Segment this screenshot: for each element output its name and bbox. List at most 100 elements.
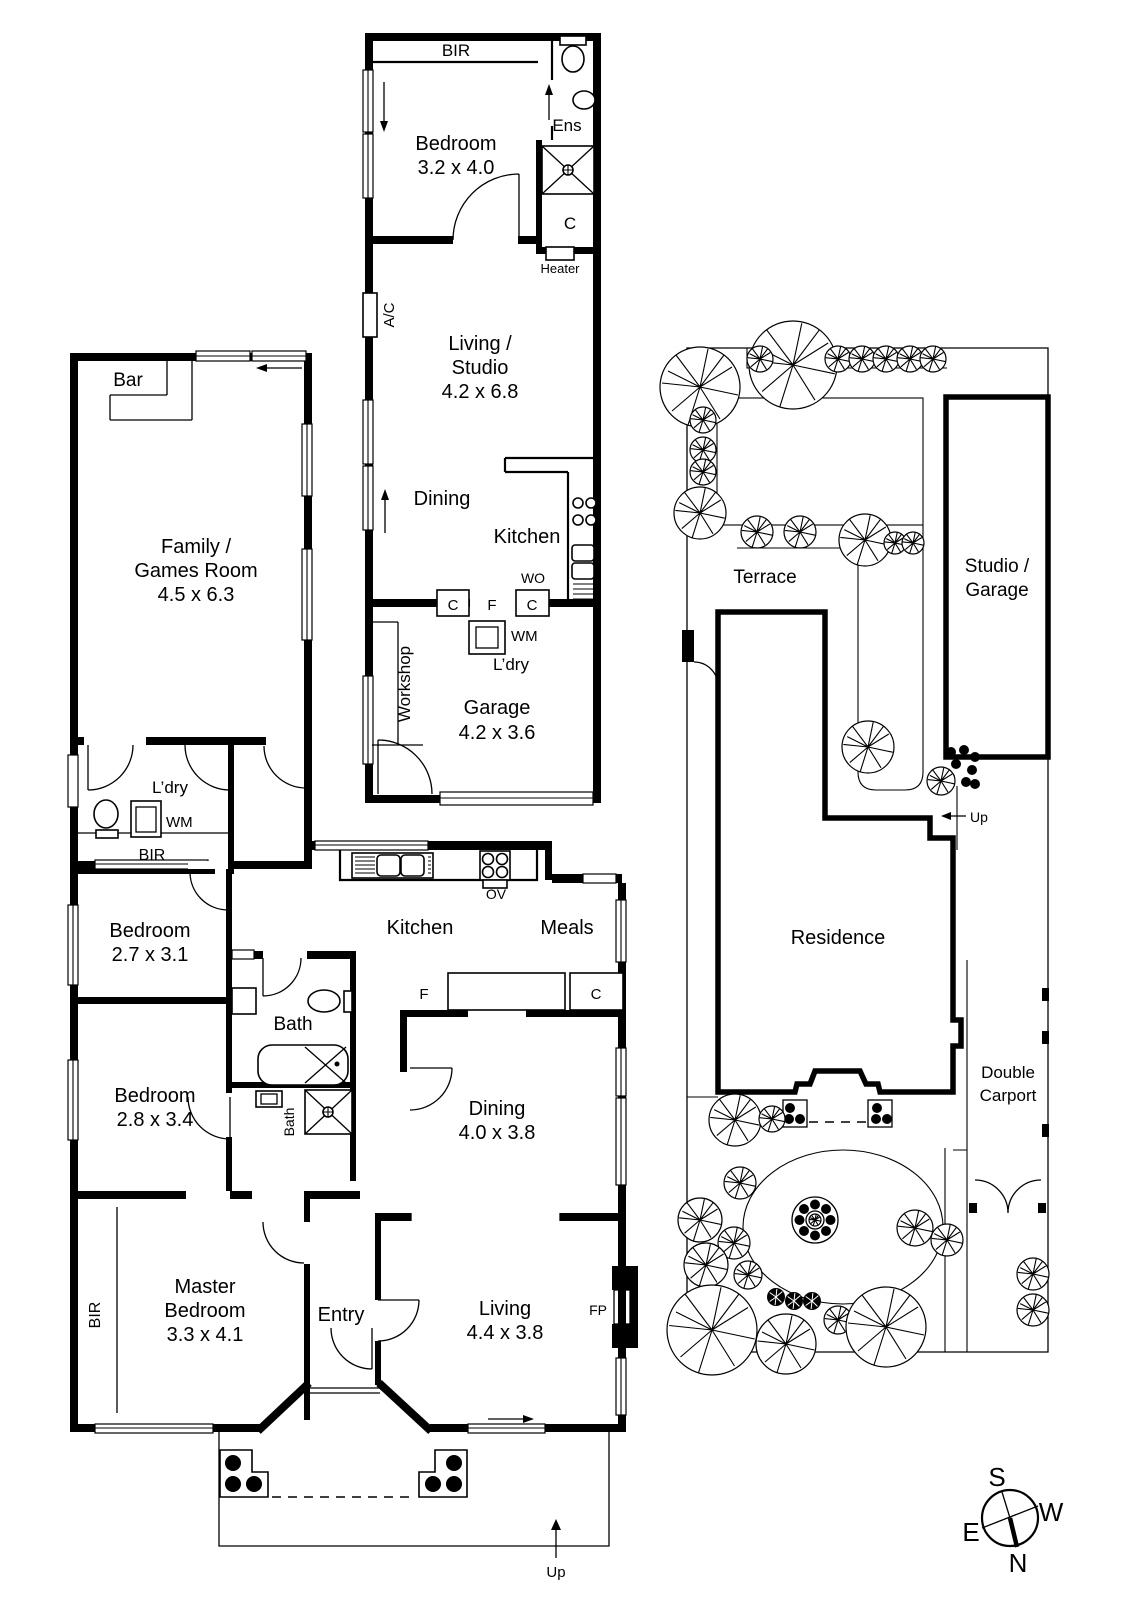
label-main-living: Living [479, 1298, 531, 1320]
basin-icon [307, 989, 341, 1013]
label-carport-1: Double [981, 1063, 1035, 1082]
basin-icon [255, 1090, 283, 1108]
label-rear-bedroom: Bedroom [415, 133, 496, 155]
label-main-closet: C [591, 986, 602, 1003]
label-fp: FP [589, 1302, 607, 1318]
label-rear-closet1: C [564, 214, 576, 233]
label-workshop: Workshop [395, 646, 414, 722]
label-family-dims: 4.5 x 6.3 [158, 584, 235, 606]
studio-footprint [943, 394, 1051, 760]
label-bath1: Bath [273, 1014, 312, 1035]
front-porch: Up [218, 1432, 610, 1581]
label-living-studio-dims: 4.2 x 6.8 [442, 381, 519, 403]
label-meals: Meals [540, 917, 593, 939]
label-main-fridge: F [419, 986, 428, 1003]
label-rear-closet2: C [448, 597, 459, 614]
kitchen-bench [338, 850, 539, 889]
label-ov: OV [486, 886, 507, 902]
shower-icon [541, 145, 595, 195]
basin-icon [572, 90, 596, 110]
label-living-studio-2: Studio [452, 357, 509, 379]
window [582, 873, 617, 884]
label-studio-1: Studio / [965, 556, 1030, 577]
toilet-icon [93, 799, 119, 839]
label-bedroom3-dims: 2.8 x 3.4 [117, 1109, 194, 1131]
label-rear-closet3: C [527, 597, 538, 614]
ac-unit-icon [362, 292, 378, 338]
bathroom-1 [231, 987, 353, 1086]
label-rear-bir: BIR [442, 41, 470, 60]
washing-machine-icon [130, 800, 162, 838]
vanity-icon [231, 987, 257, 1015]
label-mid-wm: WM [166, 814, 193, 831]
label-master-2: Bedroom [164, 1300, 245, 1322]
fountain-icon [791, 1196, 839, 1244]
washing-machine-icon [468, 620, 506, 655]
up-arrow-icon [551, 1519, 561, 1558]
compass-north: N [1009, 1548, 1028, 1578]
label-main-living-dims: 4.4 x 3.8 [467, 1322, 544, 1344]
cupboard [447, 972, 566, 1011]
main-house: OV Kitchen Meals Bath [67, 840, 638, 1434]
window [67, 899, 627, 1416]
carport-gates [969, 1179, 1046, 1214]
label-family-2: Games Room [134, 560, 257, 582]
shrub-icon [784, 1291, 804, 1311]
label-rear-fridge: F [487, 597, 496, 614]
compass-east: E [962, 1517, 979, 1547]
porch-column [219, 1449, 269, 1498]
kitchen-bench [503, 456, 597, 600]
label-entry: Entry [318, 1304, 365, 1326]
label-garage: Garage [464, 697, 531, 719]
shrub-icon [802, 1291, 822, 1311]
label-bedroom3: Bedroom [114, 1085, 195, 1107]
label-rear-dining: Dining [414, 488, 471, 510]
label-bath2: Bath [281, 1108, 297, 1137]
label-heater: Heater [540, 261, 580, 276]
label-ac: A/C [381, 302, 398, 327]
toilet-icon [559, 35, 587, 73]
label-garage-dims: 4.2 x 3.6 [459, 722, 536, 744]
mid-section: L’dry WM BIR [67, 745, 312, 874]
cupboard [569, 972, 624, 1011]
sink-icon [351, 852, 434, 879]
label-master-dims: 3.3 x 4.1 [167, 1324, 244, 1346]
fireplace-icon [612, 1266, 638, 1348]
west-wing: Bar Family / Games Room 4.5 x 6.3 [70, 350, 313, 791]
label-studio-2: Garage [965, 580, 1028, 601]
label-wo: WO [521, 570, 545, 586]
label-rear-laundry: L’dry [493, 655, 529, 674]
label-carport-2: Carport [980, 1086, 1037, 1105]
direction-arrow-icon [488, 1415, 534, 1423]
heater-icon [545, 246, 575, 261]
gate-icon [682, 630, 694, 662]
compass-west: W [1039, 1497, 1064, 1527]
label-rear-wm: WM [511, 628, 538, 645]
label-porch-up: Up [546, 1564, 565, 1581]
shower-icon [304, 1089, 353, 1135]
label-ens: Ens [552, 116, 581, 135]
cooktop-icon [572, 497, 597, 526]
porch-column [782, 1099, 893, 1128]
cupboard [436, 589, 470, 617]
bathroom-2 [255, 1089, 353, 1135]
label-main-dining-dims: 4.0 x 3.8 [459, 1122, 536, 1144]
bathtub-icon [257, 1044, 349, 1086]
window [67, 754, 79, 808]
sink-icon [571, 544, 595, 600]
label-master-1: Master [174, 1276, 235, 1298]
residence-footprint [715, 609, 964, 1095]
shrub-icon [766, 1287, 786, 1307]
label-bedroom2: Bedroom [109, 920, 190, 942]
shrub-bed [926, 745, 980, 796]
label-living-studio-1: Living / [448, 333, 512, 355]
direction-arrow-icon [380, 82, 553, 533]
tree-icon [926, 766, 956, 796]
label-rear-kitchen: Kitchen [494, 526, 561, 548]
site-plan: Up [660, 321, 1051, 1375]
label-site-up: Up [970, 809, 988, 825]
rear-wing: BIR Ens C Heater Bedroom 3.2 x 4.0 A/C L… [362, 33, 601, 806]
label-bedroom2-dims: 2.7 x 3.1 [112, 944, 189, 966]
